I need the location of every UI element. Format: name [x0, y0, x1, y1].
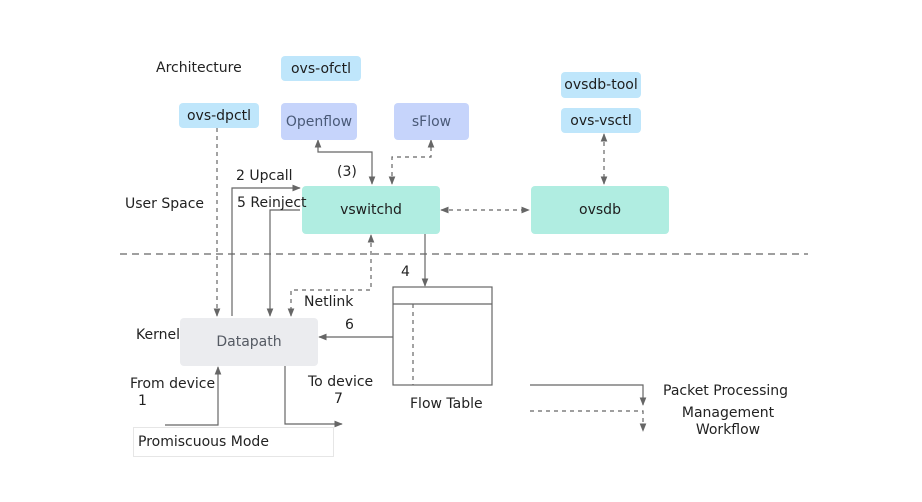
ovs-dpctl-box: ovs-dpctl — [179, 103, 259, 128]
flow-table — [392, 286, 493, 386]
architecture-label: Architecture — [156, 60, 242, 76]
reinject-label: 5 Reinject — [237, 195, 307, 211]
legend-management-workflow: Management Workflow — [675, 405, 781, 438]
user-space-label: User Space — [125, 196, 205, 212]
netlink-arrow — [287, 234, 375, 317]
upcall-arrow — [231, 184, 301, 316]
ovsdb-tool-box: ovsdb-tool — [561, 72, 641, 98]
ovs-vsctl-box: ovs-vsctl — [561, 108, 641, 133]
from-device-label: From device — [130, 376, 216, 392]
ovs-ofctl-box: ovs-ofctl — [281, 56, 361, 81]
step-6-label: 6 — [345, 317, 354, 333]
step-4-label: 4 — [401, 264, 410, 280]
from-device-number: 1 — [138, 393, 147, 409]
legend-management-line2: Workflow — [695, 422, 761, 438]
kernel-label: Kernel — [136, 327, 180, 343]
reinject-arrow — [266, 209, 300, 317]
upcall-label: 2 Upcall — [236, 168, 293, 184]
promiscuous-mode-box: Promiscuous Mode — [133, 427, 334, 457]
to-device-number: 7 — [334, 391, 343, 407]
sflow-box: sFlow — [394, 103, 469, 140]
to-device-label: To device — [308, 374, 374, 390]
vswitchd-box: vswitchd — [302, 186, 440, 234]
flow-table-label: Flow Table — [410, 396, 483, 412]
legend-management-line1: Management — [681, 405, 775, 421]
legend-packet-processing: Packet Processing — [663, 383, 789, 399]
step-3-label: (3) — [337, 164, 357, 180]
from-device-arrow — [165, 366, 222, 426]
legend-management-line — [530, 410, 647, 432]
netlink-label: Netlink — [304, 294, 354, 310]
openflow-box: Openflow — [281, 103, 357, 140]
datapath-box: Datapath — [180, 318, 318, 366]
to-device-arrow — [284, 366, 343, 428]
legend-packet-processing-line — [530, 384, 647, 406]
sflow-vswitchd-arrow — [388, 139, 435, 185]
openflow-vswitchd-arrow — [314, 139, 376, 185]
ovsdb-box: ovsdb — [531, 186, 669, 234]
